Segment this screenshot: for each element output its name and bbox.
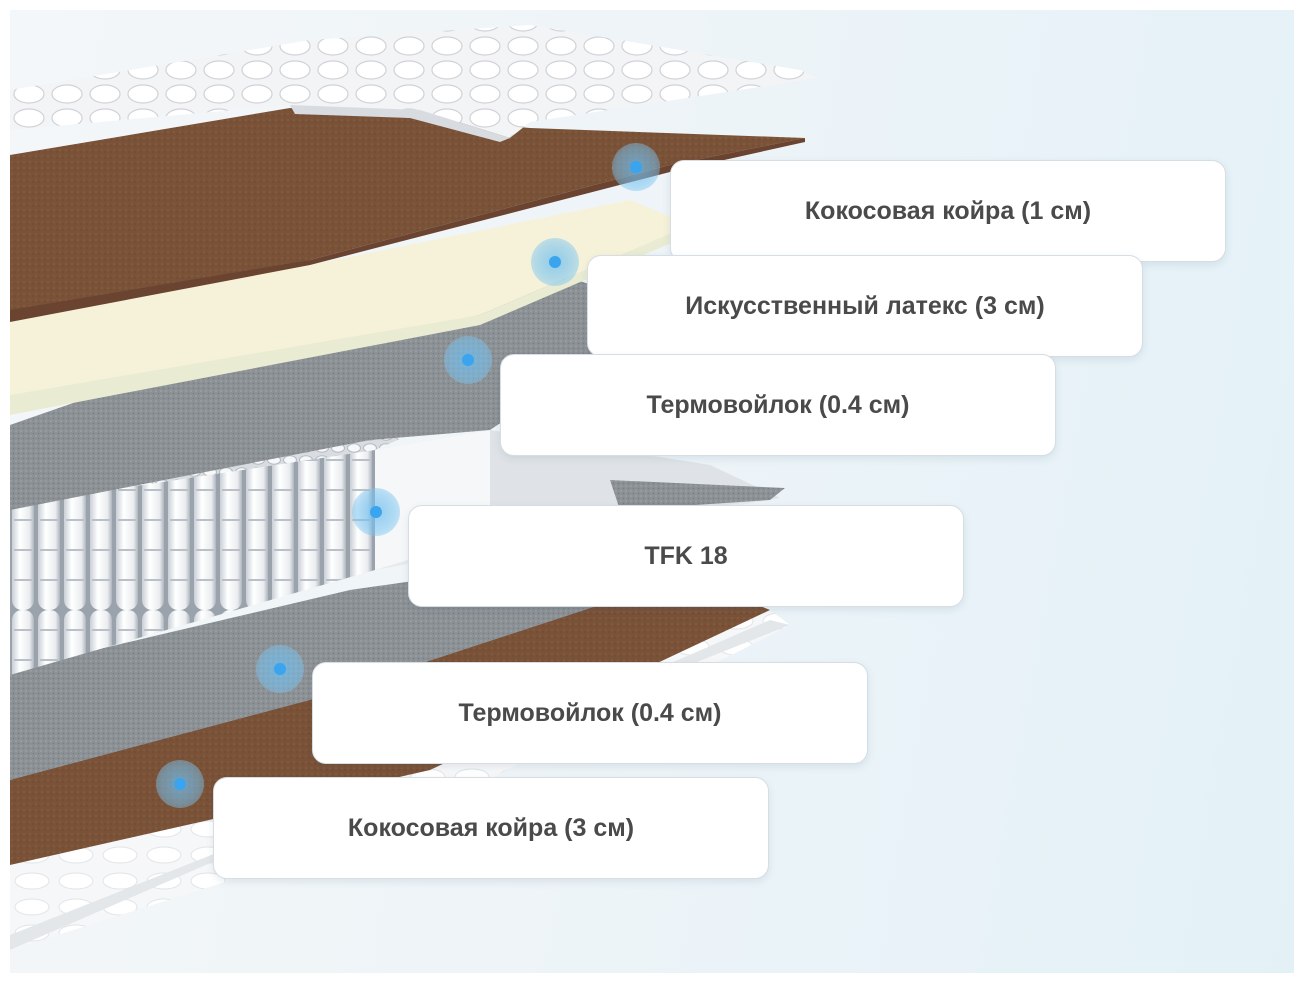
top-coir-layer <box>10 108 805 322</box>
top-quilted-cover <box>10 25 818 142</box>
latex-layer <box>10 200 690 415</box>
marker-dot <box>462 354 474 366</box>
product-illustration: Кокосовая койра (1 см) Искусственный лат… <box>10 10 1294 973</box>
layer-marker-coir-top[interactable] <box>612 143 660 191</box>
layer-marker-felt-top[interactable] <box>444 336 492 384</box>
marker-dot <box>630 161 642 173</box>
layer-marker-latex[interactable] <box>531 238 579 286</box>
layer-marker-felt-bottom[interactable] <box>256 645 304 693</box>
layer-label-coir-top[interactable]: Кокосовая койра (1 см) <box>670 160 1226 262</box>
marker-dot <box>274 663 286 675</box>
layer-label-felt-top[interactable]: Термовойлок (0.4 см) <box>500 354 1056 456</box>
layer-marker-coir-bottom[interactable] <box>156 760 204 808</box>
layer-label-felt-bottom[interactable]: Термовойлок (0.4 см) <box>312 662 868 764</box>
marker-dot <box>370 506 382 518</box>
top-felt-layer <box>10 265 670 510</box>
marker-dot <box>549 256 561 268</box>
layer-label-spring-block[interactable]: TFK 18 <box>408 505 964 607</box>
layer-marker-spring-block[interactable] <box>352 488 400 536</box>
marker-dot <box>174 778 186 790</box>
layer-label-coir-bottom[interactable]: Кокосовая койра (3 см) <box>213 777 769 879</box>
layer-label-latex[interactable]: Искусственный латекс (3 см) <box>587 255 1143 357</box>
